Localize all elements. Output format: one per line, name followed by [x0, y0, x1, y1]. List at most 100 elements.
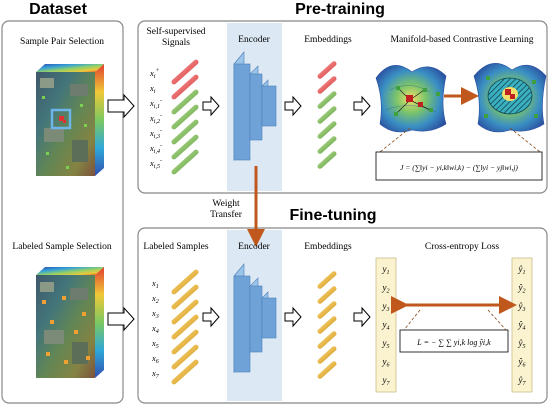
- ft-embedding-bar: [317, 331, 337, 349]
- signal-label: xi,4-: [149, 143, 162, 155]
- y-pred-labels: ŷ1 ŷ2 ŷ3 ŷ4 ŷ5 ŷ6 ŷ7: [518, 264, 527, 387]
- y-pred-column: [511, 257, 533, 393]
- ft-embedding-bar: [317, 286, 337, 304]
- labeled-samples-label: Labeled Samples: [143, 242, 208, 252]
- y-label: y1: [382, 264, 390, 276]
- signal-bar: [171, 149, 199, 175]
- cross-entropy-label: Cross-entropy Loss: [425, 242, 499, 252]
- sample-pair-label: Sample Pair Selection: [20, 37, 104, 47]
- ft-embedding-bar: [317, 316, 337, 334]
- weight-transfer-line1: Weight: [212, 199, 240, 209]
- signal-label: xi,1-: [149, 98, 162, 110]
- signal-bar: [171, 74, 199, 100]
- embedding-bar: [317, 151, 337, 169]
- signal-label: xi+: [149, 68, 160, 80]
- ft-encoder-to-embeddings-arrow: [284, 306, 302, 328]
- signals-to-encoder-arrow: [202, 95, 220, 117]
- hsi-cube-top: [36, 64, 104, 176]
- y-label: ŷ2: [518, 283, 526, 295]
- embeddings-to-loss-arrow: [353, 95, 371, 117]
- manifold-before: [375, 65, 447, 133]
- y-label: y3: [382, 301, 390, 313]
- embedding-bar: [317, 61, 337, 79]
- cross-entropy-formula: L = − ∑ ∑ yi,k log ŷi,k: [416, 338, 491, 347]
- ft-embedding-bar: [317, 346, 337, 364]
- samples-to-encoder-arrow: [202, 306, 220, 328]
- signal-bar: [171, 119, 199, 145]
- y-label: y2: [382, 283, 390, 295]
- ft-embedding-bar: [317, 271, 337, 289]
- signal-label: xi,2-: [149, 113, 162, 125]
- embedding-bar: [317, 106, 337, 124]
- embedding-bar: [317, 136, 337, 154]
- signal-label: xi,3-: [149, 128, 162, 140]
- pretraining-panel: [137, 20, 548, 194]
- finetune-embeddings-label: Embeddings: [304, 242, 352, 252]
- finetune-encoder-icon: [233, 263, 277, 373]
- embedding-bar: [317, 76, 337, 94]
- ft-embedding-bar: [317, 361, 337, 379]
- pretrain-embeddings-label: Embeddings: [304, 35, 352, 45]
- formula-leader-right: [509, 127, 541, 153]
- y-true-labels: y1 y2 y3 y4 y5 y6 y7: [382, 264, 391, 387]
- weight-transfer-line2: Transfer: [210, 209, 243, 220]
- finetuning-panel: [137, 227, 548, 404]
- dataset-to-finetune-arrow: [107, 306, 135, 332]
- finetuning-title: Fine-tuning: [289, 207, 376, 224]
- signal-bar: [171, 104, 199, 130]
- dataset-title: Dataset: [29, 1, 87, 18]
- finetune-encoder-label: Encoder: [238, 242, 270, 252]
- signals-label-line2: Signals: [162, 38, 190, 48]
- sample-bar: [171, 284, 199, 310]
- labeled-sample-label: Labeled Sample Selection: [12, 242, 111, 252]
- signal-label: xi: [149, 83, 156, 95]
- ce-leader-right: [487, 309, 507, 331]
- y-label: ŷ4: [518, 320, 526, 332]
- sample-label: x7: [151, 368, 160, 380]
- y-true-column: [375, 257, 397, 393]
- y-label: y7: [382, 375, 391, 387]
- sample-label: x5: [151, 338, 159, 350]
- pretrain-encoder-label: Encoder: [238, 35, 270, 45]
- embedding-list: [317, 61, 337, 169]
- sample-label: x2: [151, 293, 159, 305]
- dataset-to-pretrain-arrow: [107, 93, 135, 119]
- pretrain-encoder-icon: [233, 51, 277, 161]
- pretraining-title: Pre-training: [295, 1, 385, 18]
- sample-label: x6: [151, 353, 159, 365]
- signal-bar: [171, 59, 199, 85]
- y-label: ŷ3: [518, 301, 526, 313]
- signal-bar: [171, 89, 199, 115]
- y-label: ŷ1: [518, 264, 526, 276]
- sample-bar: [171, 344, 199, 370]
- y-label: y6: [382, 357, 390, 369]
- contrastive-formula-box: [375, 151, 543, 181]
- labeled-sample-list: x1 x2 x3 x4 x5 x6 x7: [151, 269, 199, 385]
- y-label: y4: [382, 320, 390, 332]
- ft-embeddings-to-loss-arrow: [353, 306, 371, 328]
- ce-leader-left: [403, 309, 421, 331]
- dataset-panel: [1, 20, 124, 404]
- formula-leader-left: [379, 127, 411, 153]
- manifold-after: [473, 63, 547, 133]
- hsi-cube-bottom: [36, 267, 104, 378]
- contrastive-formula: J = (∑‖yi − yi,k‖wi,k) − (∑‖yi − yj‖wi,j…: [400, 163, 518, 172]
- y-label: ŷ6: [518, 357, 526, 369]
- sample-bar: [171, 269, 199, 295]
- embedding-bar: [317, 91, 337, 109]
- sample-label: x4: [151, 323, 159, 335]
- encoder-to-embeddings-arrow: [284, 95, 302, 117]
- sample-label: x1: [151, 278, 159, 290]
- sample-bar: [171, 314, 199, 340]
- embedding-bar: [317, 121, 337, 139]
- sample-bar: [171, 299, 199, 325]
- y-label: ŷ5: [518, 338, 526, 350]
- sample-label: x3: [151, 308, 159, 320]
- y-label: ŷ7: [518, 375, 527, 387]
- ft-embedding-bar: [317, 301, 337, 319]
- y-label: y5: [382, 338, 390, 350]
- signals-label-line1: Self-supervised: [146, 26, 205, 37]
